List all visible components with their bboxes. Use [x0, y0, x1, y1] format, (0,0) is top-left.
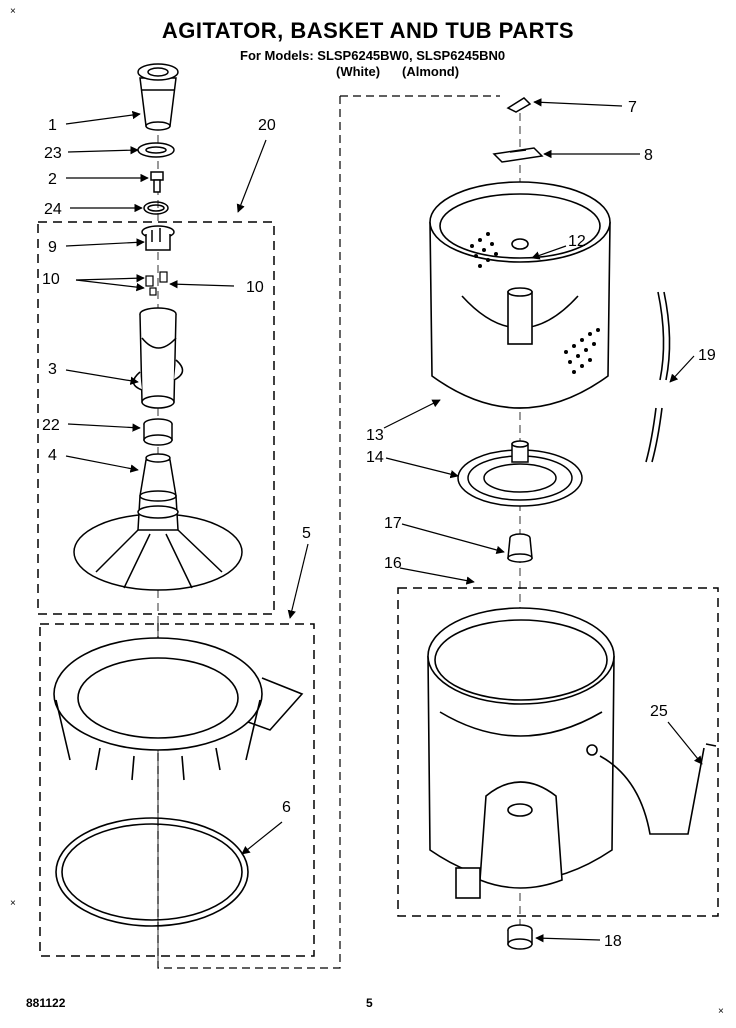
callout-5: 5	[302, 525, 311, 542]
callout-8: 8	[644, 147, 653, 164]
callout-12: 12	[568, 233, 586, 250]
callout-10-right: 10	[246, 279, 264, 296]
callout-24: 24	[44, 201, 62, 218]
part-hose-strip	[645, 291, 671, 463]
callout-22: 22	[42, 417, 60, 434]
variant-almond: (Almond)	[402, 64, 460, 79]
part-tub-seal-ring	[55, 817, 249, 927]
callout-17: 17	[384, 515, 402, 532]
part-outer-tub	[427, 607, 615, 899]
callout-7: 7	[628, 99, 637, 116]
part-seal	[137, 142, 175, 158]
callout-leaders	[65, 98, 703, 943]
part-spin-nut	[507, 533, 533, 563]
basket-perforations	[470, 232, 600, 374]
part-coupling	[143, 418, 173, 446]
corner-mark-bottom-right: ×	[718, 1006, 724, 1017]
callout-6: 6	[282, 799, 291, 816]
callout-20: 20	[258, 117, 276, 134]
part-auger	[132, 307, 184, 409]
callout-10-left: 10	[42, 271, 60, 288]
part-agitator-base	[73, 453, 243, 591]
callout-19: 19	[698, 347, 716, 364]
corner-mark-bottom-left: ×	[10, 898, 16, 909]
corner-mark-top-left: ×	[10, 6, 16, 17]
footer-code: 881122	[26, 996, 66, 1010]
callout-4: 4	[48, 447, 57, 464]
callout-13: 13	[366, 427, 384, 444]
part-tub-hose	[599, 743, 717, 835]
group-box-tub-ring	[39, 623, 315, 957]
callout-9: 9	[48, 239, 57, 256]
callout-1: 1	[48, 117, 57, 134]
part-basket	[429, 181, 611, 409]
part-ring	[143, 201, 169, 215]
footer-page-number: 5	[366, 996, 373, 1010]
part-cap-clip	[506, 97, 532, 113]
connector-line	[157, 95, 500, 969]
part-agitator-cap	[137, 63, 179, 131]
page-title: AGITATOR, BASKET AND TUB PARTS	[161, 18, 575, 43]
callout-16: 16	[384, 555, 402, 572]
variant-white: (White)	[336, 64, 381, 79]
part-cam	[141, 225, 175, 251]
group-box-outer-tub	[397, 587, 719, 917]
callout-2: 2	[48, 171, 57, 188]
part-basket-drive	[457, 440, 583, 507]
part-dogs	[145, 271, 168, 296]
callout-3: 3	[48, 361, 57, 378]
part-bolt	[150, 171, 164, 193]
callout-23: 23	[44, 145, 62, 162]
callout-18: 18	[604, 933, 622, 950]
models-subtitle: For Models: SLSP6245BW0, SLSP6245BN0	[240, 48, 506, 63]
part-drive-nut	[507, 924, 533, 950]
part-tub-ring	[53, 637, 304, 781]
part-basket-cap	[492, 147, 544, 163]
callout-25: 25	[650, 703, 668, 720]
callout-14: 14	[366, 449, 384, 466]
